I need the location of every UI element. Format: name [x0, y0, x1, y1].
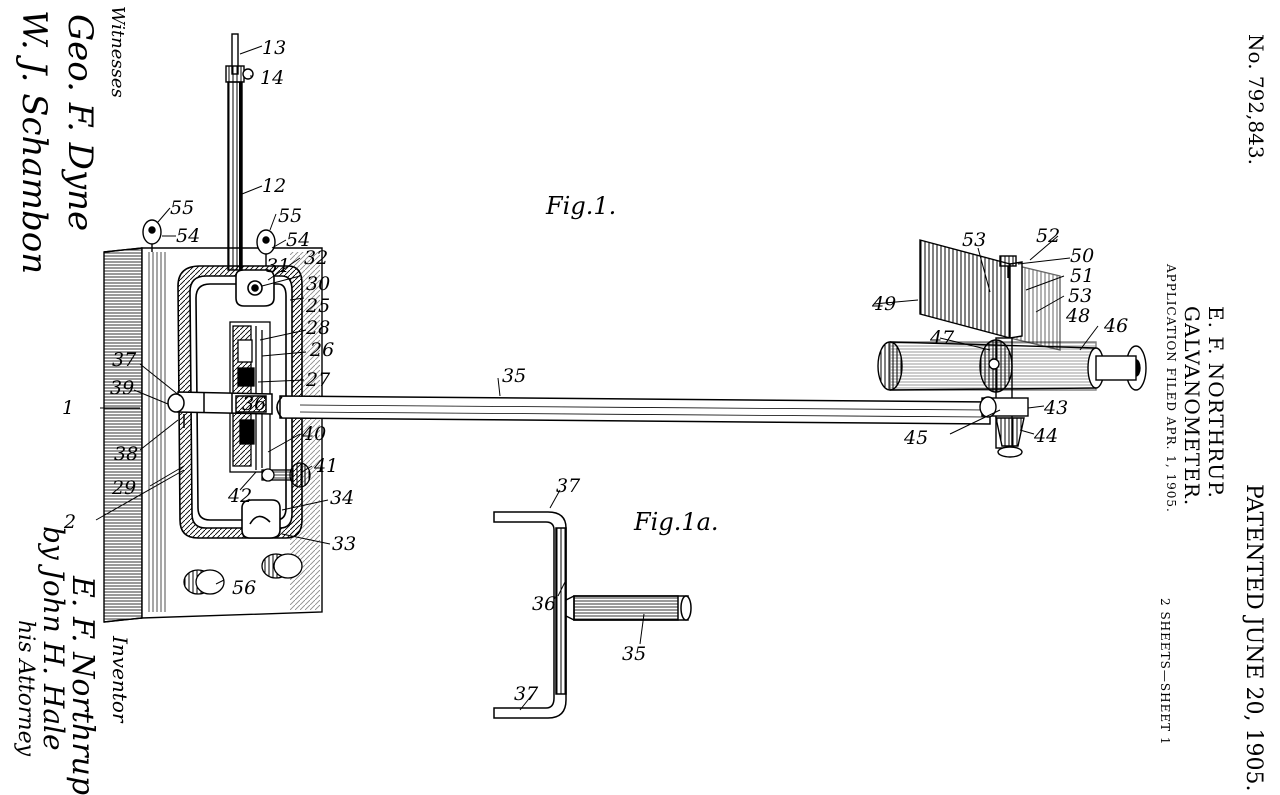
callout-49: 49: [871, 293, 896, 315]
callout-28: 28: [305, 317, 330, 339]
callout-46: 46: [1103, 315, 1128, 337]
callout-52: 52: [1036, 225, 1060, 247]
callout-31: 31: [266, 255, 290, 277]
sheet-count: 2 SHEETS—SHEET 1: [1158, 598, 1172, 746]
inventor-signature: E. F. Northrup: [65, 576, 100, 795]
callout-37-fig1a-bottom: 37: [514, 683, 539, 705]
callout-37-fig1a-top: 37: [556, 475, 581, 497]
witness-signature-2: W. J. Schambon: [14, 10, 54, 275]
attorney-by-line: by John H. Hale: [37, 526, 70, 751]
callout-1: 1: [62, 397, 74, 419]
callout-35: 35: [502, 365, 526, 387]
witnesses-label: Witnesses: [107, 6, 128, 98]
callout-14: 14: [260, 67, 284, 89]
callout-35-fig1a: 35: [622, 643, 646, 665]
callout-29: 29: [111, 477, 136, 499]
callout-30: 30: [306, 273, 330, 295]
witness-signature-1: Geo. F. Dyne: [60, 14, 100, 232]
clamp-36: [167, 391, 273, 428]
figure-1a-title: Fig.1a.: [633, 508, 719, 536]
suspension-tube: [225, 33, 254, 271]
callout-26: 26: [309, 339, 334, 361]
callout-50: 50: [1070, 245, 1094, 267]
scale-assembly: [877, 239, 1147, 458]
screw-41: [261, 462, 311, 488]
callout-13: 13: [262, 37, 286, 59]
patent-number: No. 792,843.: [1244, 34, 1268, 165]
callout-33: 33: [332, 533, 356, 555]
leader-lines: [95, 45, 1099, 711]
callout-41: 41: [313, 455, 338, 477]
callout-47: 47: [929, 327, 955, 349]
patented-date: PATENTED JUNE 20, 1905.: [1241, 484, 1266, 792]
callout-25: 25: [305, 295, 330, 317]
callout-53-mid: 53: [1068, 285, 1092, 307]
invention-title: GALVANOMETER.: [1180, 306, 1204, 507]
callout-45: 45: [903, 427, 928, 449]
callout-42: 42: [227, 485, 252, 507]
callout-54-left: 54: [176, 225, 200, 247]
callout-40: 40: [301, 423, 326, 445]
patent-drawing: 13 14 12 55 54 55 54 32 31 30 25 28 26 2…: [62, 33, 1147, 719]
callout-55-left: 55: [170, 197, 194, 219]
figure-1-title: Fig.1.: [545, 192, 616, 220]
patent-sheet: 13 14 12 55 54 55 54 32 31 30 25 28 26 2…: [13, 6, 1268, 795]
fig-1a-bracket: [493, 511, 692, 719]
callout-48: 48: [1065, 305, 1090, 327]
callout-32: 32: [304, 247, 328, 269]
callout-34: 34: [330, 487, 354, 509]
callout-54-right: 54: [286, 229, 310, 251]
callout-12: 12: [262, 175, 286, 197]
mount-knobs: [183, 553, 303, 595]
callout-37: 37: [112, 349, 137, 371]
application-line: APPLICATION FILED APR. 1, 1905.: [1164, 264, 1178, 513]
callout-55-right: 55: [278, 205, 302, 227]
callout-labels: 13 14 12 55 54 55 54 32 31 30 25 28 26 2…: [62, 37, 1128, 705]
callout-36: 36: [242, 393, 266, 415]
callout-36-fig1a: 36: [532, 593, 556, 615]
callout-43: 43: [1043, 397, 1068, 419]
attorney-line: his Attorney: [13, 620, 38, 757]
callout-39: 39: [110, 377, 134, 399]
callout-2: 2: [63, 511, 76, 533]
callout-44: 44: [1033, 425, 1058, 447]
inventor-name: E. F. NORTHRUP.: [1204, 306, 1228, 499]
inventor-label: Inventor: [108, 636, 132, 723]
hanging-eyes: [142, 219, 276, 266]
arm-35: [276, 395, 991, 425]
callout-56: 56: [232, 577, 256, 599]
callout-51: 51: [1070, 265, 1094, 287]
callout-38: 38: [114, 443, 138, 465]
callout-27: 27: [305, 369, 331, 391]
callout-53-top: 53: [962, 229, 986, 251]
